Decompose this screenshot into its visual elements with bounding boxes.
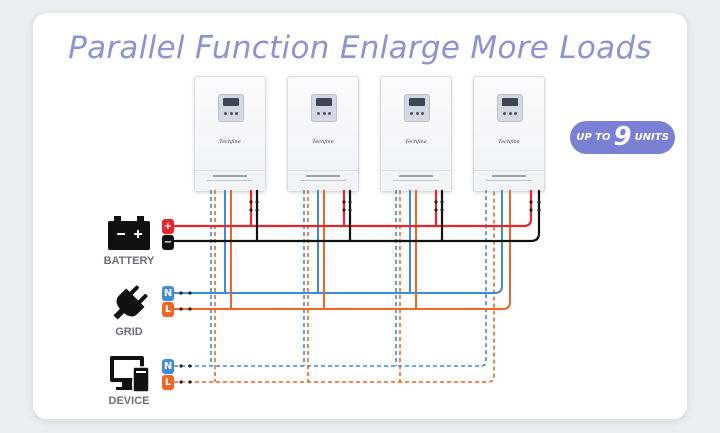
label-strip xyxy=(474,170,544,191)
control-buttons xyxy=(503,112,517,115)
label-strip xyxy=(288,170,358,191)
inverter-unit-3: Techfine xyxy=(380,76,452,192)
inverter-unit-1: Techfine xyxy=(194,76,266,192)
brand-logo: Techfine xyxy=(219,139,241,145)
badge-suffix: UNITS xyxy=(634,132,669,143)
device-icon xyxy=(110,356,150,393)
badge-prefix: UP TO xyxy=(576,132,611,143)
badge-count: 9 xyxy=(613,121,632,152)
label-strip xyxy=(195,170,265,191)
dc-breakers xyxy=(249,200,541,212)
inverter-unit-2: Techfine xyxy=(287,76,359,192)
battery-positive-terminal: + xyxy=(162,219,174,234)
units-badge: UP TO 9 UNITS xyxy=(570,121,675,154)
page-title: Parallel Function Enlarge More Loads xyxy=(68,30,652,66)
device-label: DEVICE xyxy=(108,395,150,407)
grid-label: GRID xyxy=(115,326,143,338)
inverter-unit-4: Techfine xyxy=(473,76,545,192)
device-live-terminal: L xyxy=(162,375,174,390)
display-panel xyxy=(497,94,523,122)
lcd-screen xyxy=(502,98,518,106)
display-panel xyxy=(218,94,244,122)
battery-label: BATTERY xyxy=(103,255,155,267)
label-strip xyxy=(381,170,451,191)
lcd-screen xyxy=(316,98,332,106)
brand-logo: Techfine xyxy=(498,139,520,145)
brand-logo: Techfine xyxy=(405,139,427,145)
control-buttons xyxy=(410,112,424,115)
battery-negative-terminal: − xyxy=(162,235,174,250)
device-live-wires xyxy=(174,190,495,383)
display-panel xyxy=(311,94,337,122)
battery-icon xyxy=(108,216,150,250)
ac-breakers xyxy=(179,291,192,384)
device-neutral-terminal: N xyxy=(162,359,174,374)
lcd-screen xyxy=(409,98,425,106)
battery-positive-wires xyxy=(174,190,533,228)
control-buttons xyxy=(317,112,331,115)
control-buttons xyxy=(224,112,238,115)
brand-logo: Techfine xyxy=(312,139,334,145)
grid-neutral-terminal: N xyxy=(162,286,174,301)
grid-live-terminal: L xyxy=(162,302,174,317)
display-panel xyxy=(404,94,430,122)
grid-live-wires xyxy=(174,190,511,310)
device-neutral-wires xyxy=(174,190,487,367)
lcd-screen xyxy=(223,98,239,106)
battery-negative-wires xyxy=(174,190,541,243)
plug-icon xyxy=(113,285,148,320)
